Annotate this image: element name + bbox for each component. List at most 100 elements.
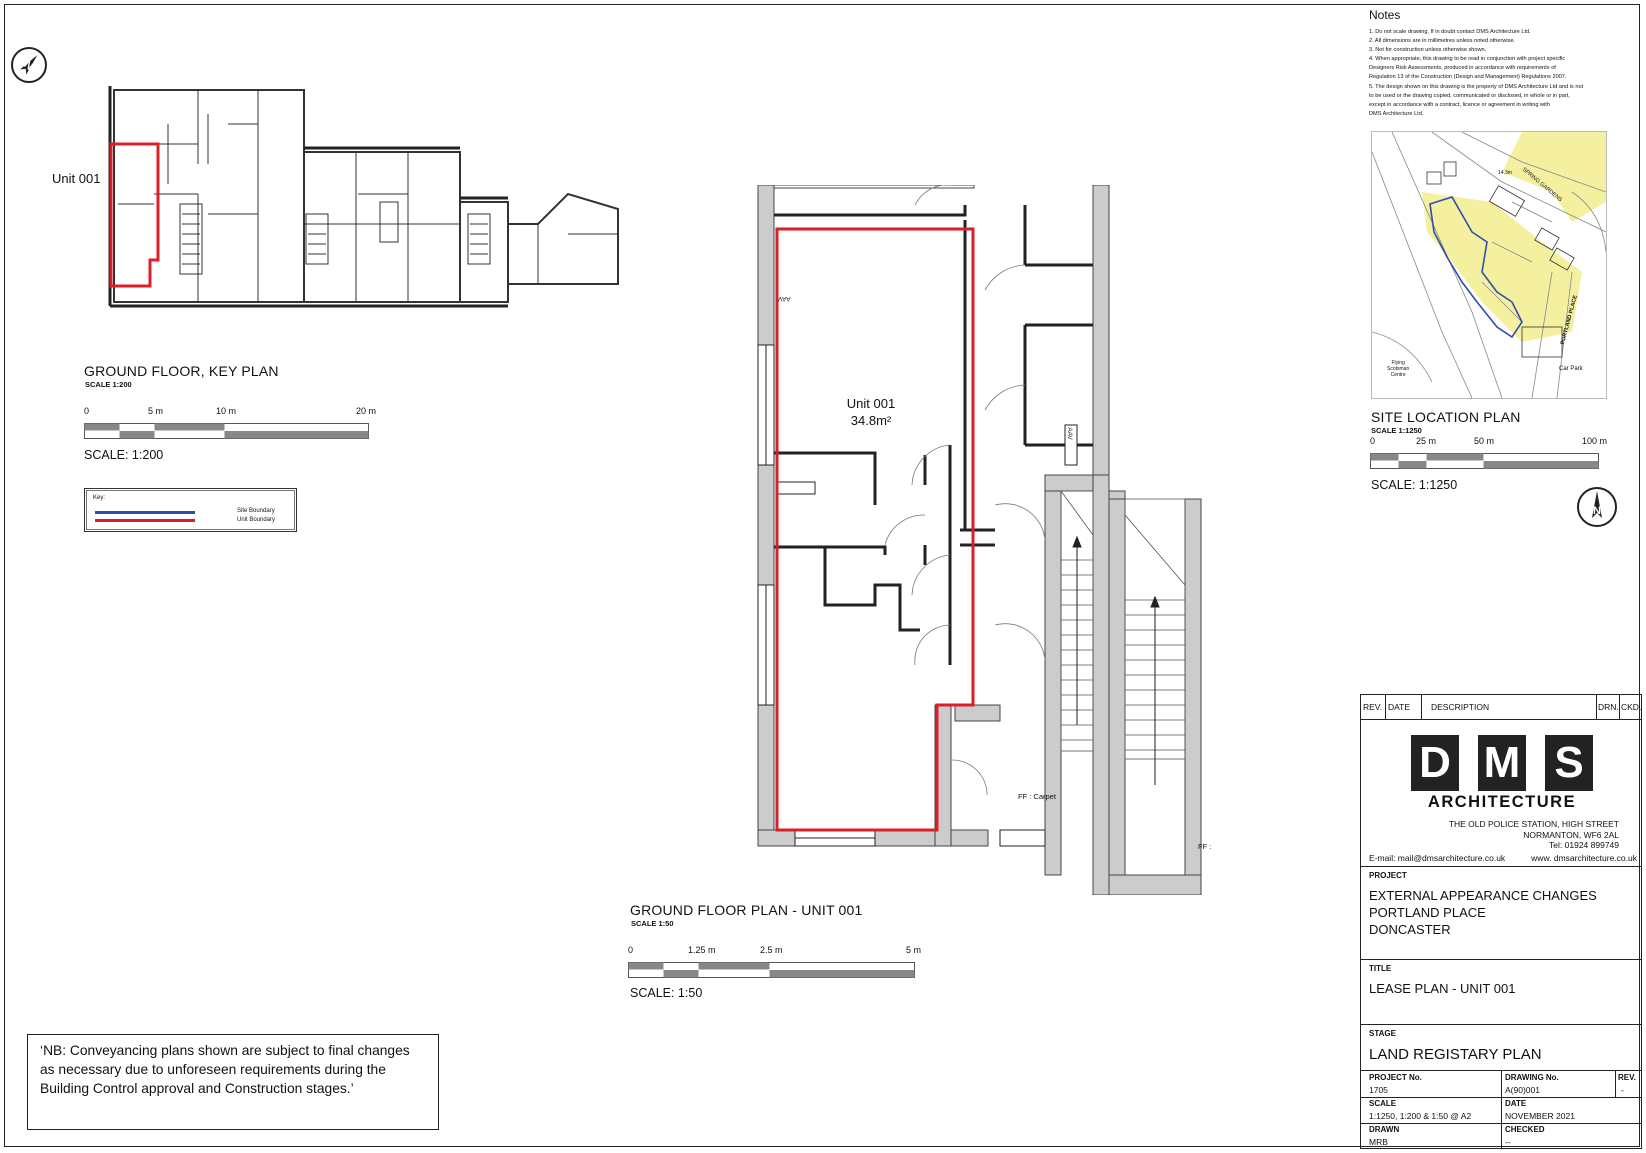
note-item: 5. The design shown on this drawing is t… [1369,83,1584,90]
key-bar-tick-3: 20 m [356,406,377,416]
rev-col-drn: DRN. [1598,702,1619,712]
project-no-value: 1705 [1369,1085,1388,1095]
title-label: TITLE [1369,964,1392,973]
logo-letter-s: S [1545,735,1593,791]
drawn-label: DRAWN [1369,1125,1400,1134]
main-bar-tick-2: 2.5 m [760,945,783,955]
rev-value: - [1621,1085,1624,1095]
map-flying-scotsman-label: Flying Scotsman Centre [1387,360,1410,378]
project-line-1: EXTERNAL APPEARANCE CHANGES [1369,888,1597,903]
rev-col-ckd: CKD. [1621,702,1642,712]
aav-label-2: AAV [1065,427,1073,440]
project-label: PROJECT [1369,871,1407,880]
key-legend: Key: Site Boundary Unit Boundary [84,488,297,532]
site-bar-tick-3: 100 m [1582,436,1608,446]
map-car-park-label: Car Park [1559,366,1583,372]
notes-title: Notes [1369,8,1401,22]
key-plan-drawing [108,86,619,308]
north-arrow-icon: N [1577,487,1617,527]
site-plan-scale-bar: 0 25 m 50 m 100 m [1370,436,1610,472]
legend-unit-label: Unit Boundary [237,517,276,523]
svg-text:N: N [21,59,35,73]
title-section: TITLE LEASE PLAN - UNIT 001 [1361,959,1641,1025]
key-plan-scale-bar: 0 5 m 10 m 20 m [84,406,384,442]
legend-site-swatch [95,511,195,514]
note-item: 2. All dimensions are in millimetres unl… [1369,38,1516,45]
rev-col-date: DATE [1388,702,1411,712]
key-plan-title: GROUND FLOOR, KEY PLAN [84,363,279,379]
site-bar-tick-2: 50 m [1474,436,1495,446]
address-line-2: NORMANTON, WF6 2AL [1523,829,1619,840]
drawing-no-value: A(90)001 [1505,1085,1540,1095]
main-unit-boundary [775,227,975,832]
main-plan-scale-caption: SCALE: 1:50 [630,986,703,1000]
aav-label-1: AAV [778,295,791,302]
site-plan-title: SITE LOCATION PLAN [1371,409,1521,425]
unit-area-label: Unit 001 34.8m² [826,395,916,429]
ff-label-carpet: FF : Carpet [1018,792,1056,801]
site-bar-tick-0: 0 [1370,436,1376,446]
unit-name: Unit 001 [846,396,896,411]
project-line-2: PORTLAND PLACE [1369,905,1486,920]
rev-label: REV. [1618,1073,1636,1082]
legend-site-label: Site Boundary [237,508,275,514]
note-item: 1. Do not scale drawing. If in doubt con… [1369,29,1531,35]
note-item: DMS Architecture Ltd. [1369,110,1424,117]
unit-area: 34.8m² [850,413,892,428]
map-height-label: 14.3m [1498,170,1512,176]
key-plan-scale-caption: SCALE: 1:200 [84,448,164,462]
checked-label: CHECKED [1505,1125,1545,1134]
dms-logo: D M S [1411,735,1593,791]
site-plan-scale-sub: SCALE 1:1250 [1371,426,1422,435]
svg-text:N: N [1593,505,1601,517]
checked-value: -- [1505,1137,1511,1147]
note-item: to be used or the drawing copied, commun… [1369,92,1570,99]
note-item: Designers Risk Assessments, produced in … [1369,65,1556,72]
project-line-3: DONCASTER [1369,922,1451,937]
scale-label: SCALE [1369,1099,1397,1108]
notes-list: 1. Do not scale drawing. If in doubt con… [1369,28,1629,119]
title-value: LEASE PLAN - UNIT 001 [1369,981,1516,996]
stage-label: STAGE [1369,1029,1396,1038]
note-item: 4. When appropriate, this drawing to be … [1369,56,1566,63]
project-no-label: PROJECT No. [1369,1073,1422,1082]
main-plan-scale-sub: SCALE 1:50 [631,919,674,928]
date-label: DATE [1505,1099,1527,1108]
key-bar-tick-2: 10 m [216,406,237,416]
info-grid: PROJECT No. 1705 DRAWING No. A(90)001 RE… [1361,1070,1641,1149]
date-value: NOVEMBER 2021 [1505,1111,1575,1121]
drawn-value: MRB [1369,1137,1388,1147]
stage-section: STAGE LAND REGISTARY PLAN [1361,1024,1641,1071]
main-plan-scale-bar: 0 1.25 m 2.5 m 5 m [628,945,928,981]
main-floor-plan [757,185,1202,895]
stage-value: LAND REGISTARY PLAN [1369,1046,1542,1063]
project-section: PROJECT EXTERNAL APPEARANCE CHANGES PORT… [1361,866,1641,960]
ff-label-2: FF : [1198,842,1212,851]
key-plan-scale-sub: SCALE 1:200 [85,380,132,389]
address-line-1: THE OLD POLICE STATION, HIGH STREET [1448,819,1619,829]
address-block: THE OLD POLICE STATION, HIGH STREET NORM… [1449,819,1619,851]
key-bar-tick-0: 0 [84,406,90,416]
main-bar-tick-3: 5 m [906,945,922,955]
north-arrow-icon: N [11,47,47,83]
legend-unit-swatch [95,519,195,522]
site-plan-scale-caption: SCALE: 1:1250 [1371,478,1458,492]
email-line: E-mail: mail@dmsarchitecture.co.uk [1369,853,1506,863]
rev-col-rev: REV. [1363,702,1383,712]
drawing-no-label: DRAWING No. [1505,1073,1559,1082]
main-plan-title: GROUND FLOOR PLAN - UNIT 001 [630,902,863,918]
logo-letter-m: M [1478,735,1526,791]
rev-col-description: DESCRIPTION [1431,702,1490,712]
nb-conveyancing-note: ‘NB: Conveyancing plans shown are subjec… [27,1034,439,1130]
key-bar-tick-1: 5 m [148,406,164,416]
tel-line: Tel: 01924 899749 [1549,840,1619,850]
revision-header: REV. DATE DESCRIPTION DRN. CKD. [1361,695,1641,720]
site-location-map: SPRING GARDENS PORTLAND PLACE Car Park 1… [1371,131,1607,399]
logo-word: ARCHITECTURE [1427,793,1577,811]
site-bar-tick-1: 25 m [1416,436,1437,446]
note-item: Regulation 13 of the Construction (Desig… [1369,74,1567,81]
main-bar-tick-0: 0 [628,945,634,955]
key-plan-unit-label: Unit 001 [52,171,101,186]
legend-title: Key: [93,495,106,501]
project-lines: EXTERNAL APPEARANCE CHANGES PORTLAND PLA… [1369,887,1597,938]
